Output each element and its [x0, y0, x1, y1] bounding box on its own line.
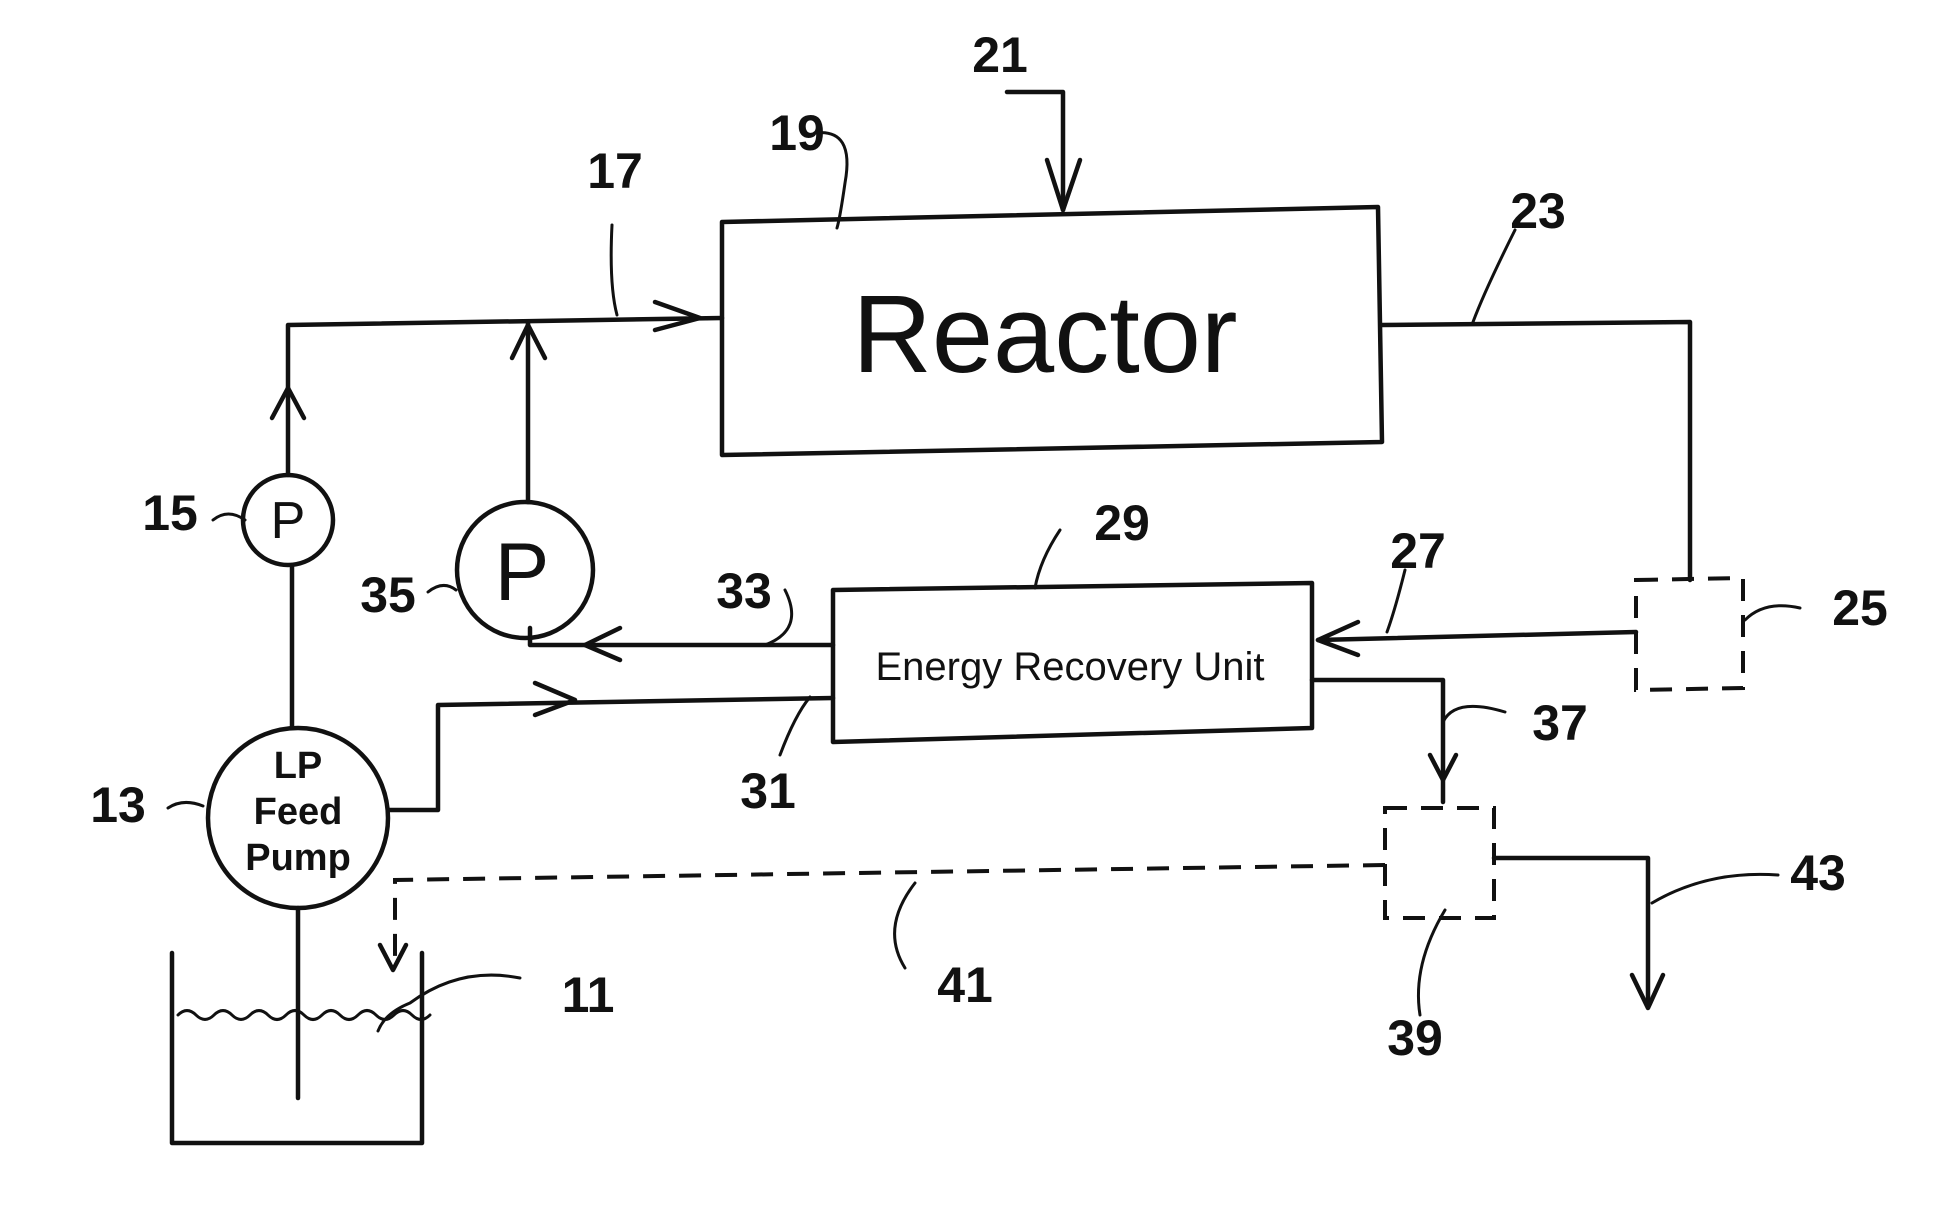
feed-pump-label-line1: LP: [274, 745, 323, 787]
ref-39: 39: [1387, 1010, 1443, 1066]
line-27: [1318, 632, 1636, 640]
ref-35: 35: [360, 567, 416, 623]
energy-recovery-unit-label: Energy Recovery Unit: [875, 645, 1264, 689]
feed-line-17: [288, 318, 722, 475]
high-pressure-pump-15: P: [243, 475, 333, 565]
return-line-41: [395, 865, 1385, 965]
ref-17: 17: [587, 143, 643, 199]
ref-25: 25: [1832, 580, 1888, 636]
ref-37: 37: [1532, 695, 1588, 751]
ref-41: 41: [937, 957, 993, 1013]
arrow-line-31: [535, 683, 575, 715]
ref-29: 29: [1094, 495, 1150, 551]
ref-19: 19: [769, 105, 825, 161]
feed-pump-label-line3: Pump: [245, 837, 351, 879]
ref-11: 11: [562, 967, 615, 1023]
ref-23: 23: [1510, 183, 1566, 239]
ref-15: 15: [142, 485, 198, 541]
reactor-vessel: Reactor: [722, 207, 1382, 455]
oxidant-inlet-21: [1007, 92, 1063, 210]
feed-pump-label-line2: Feed: [254, 791, 343, 833]
ref-43: 43: [1790, 845, 1846, 901]
pump-35: P: [457, 502, 593, 638]
energy-recovery-unit: Energy Recovery Unit: [833, 583, 1312, 742]
lp-feed-pump: LP Feed Pump: [208, 728, 388, 908]
arrow-into-reactor: [655, 302, 700, 330]
unit-25: [1636, 578, 1743, 690]
feed-tank: [172, 953, 430, 1143]
ref-33: 33: [716, 563, 772, 619]
reactor-label: Reactor: [852, 273, 1237, 396]
line-37: [1312, 680, 1443, 802]
unit-39: [1385, 808, 1494, 918]
ref-27: 27: [1390, 523, 1446, 579]
pump-35-symbol: P: [495, 527, 550, 618]
line-43: [1494, 858, 1648, 1005]
ref-21: 21: [972, 27, 1028, 83]
ref-31: 31: [740, 763, 796, 819]
pump-15-symbol: P: [271, 492, 306, 550]
ref-13: 13: [90, 777, 146, 833]
